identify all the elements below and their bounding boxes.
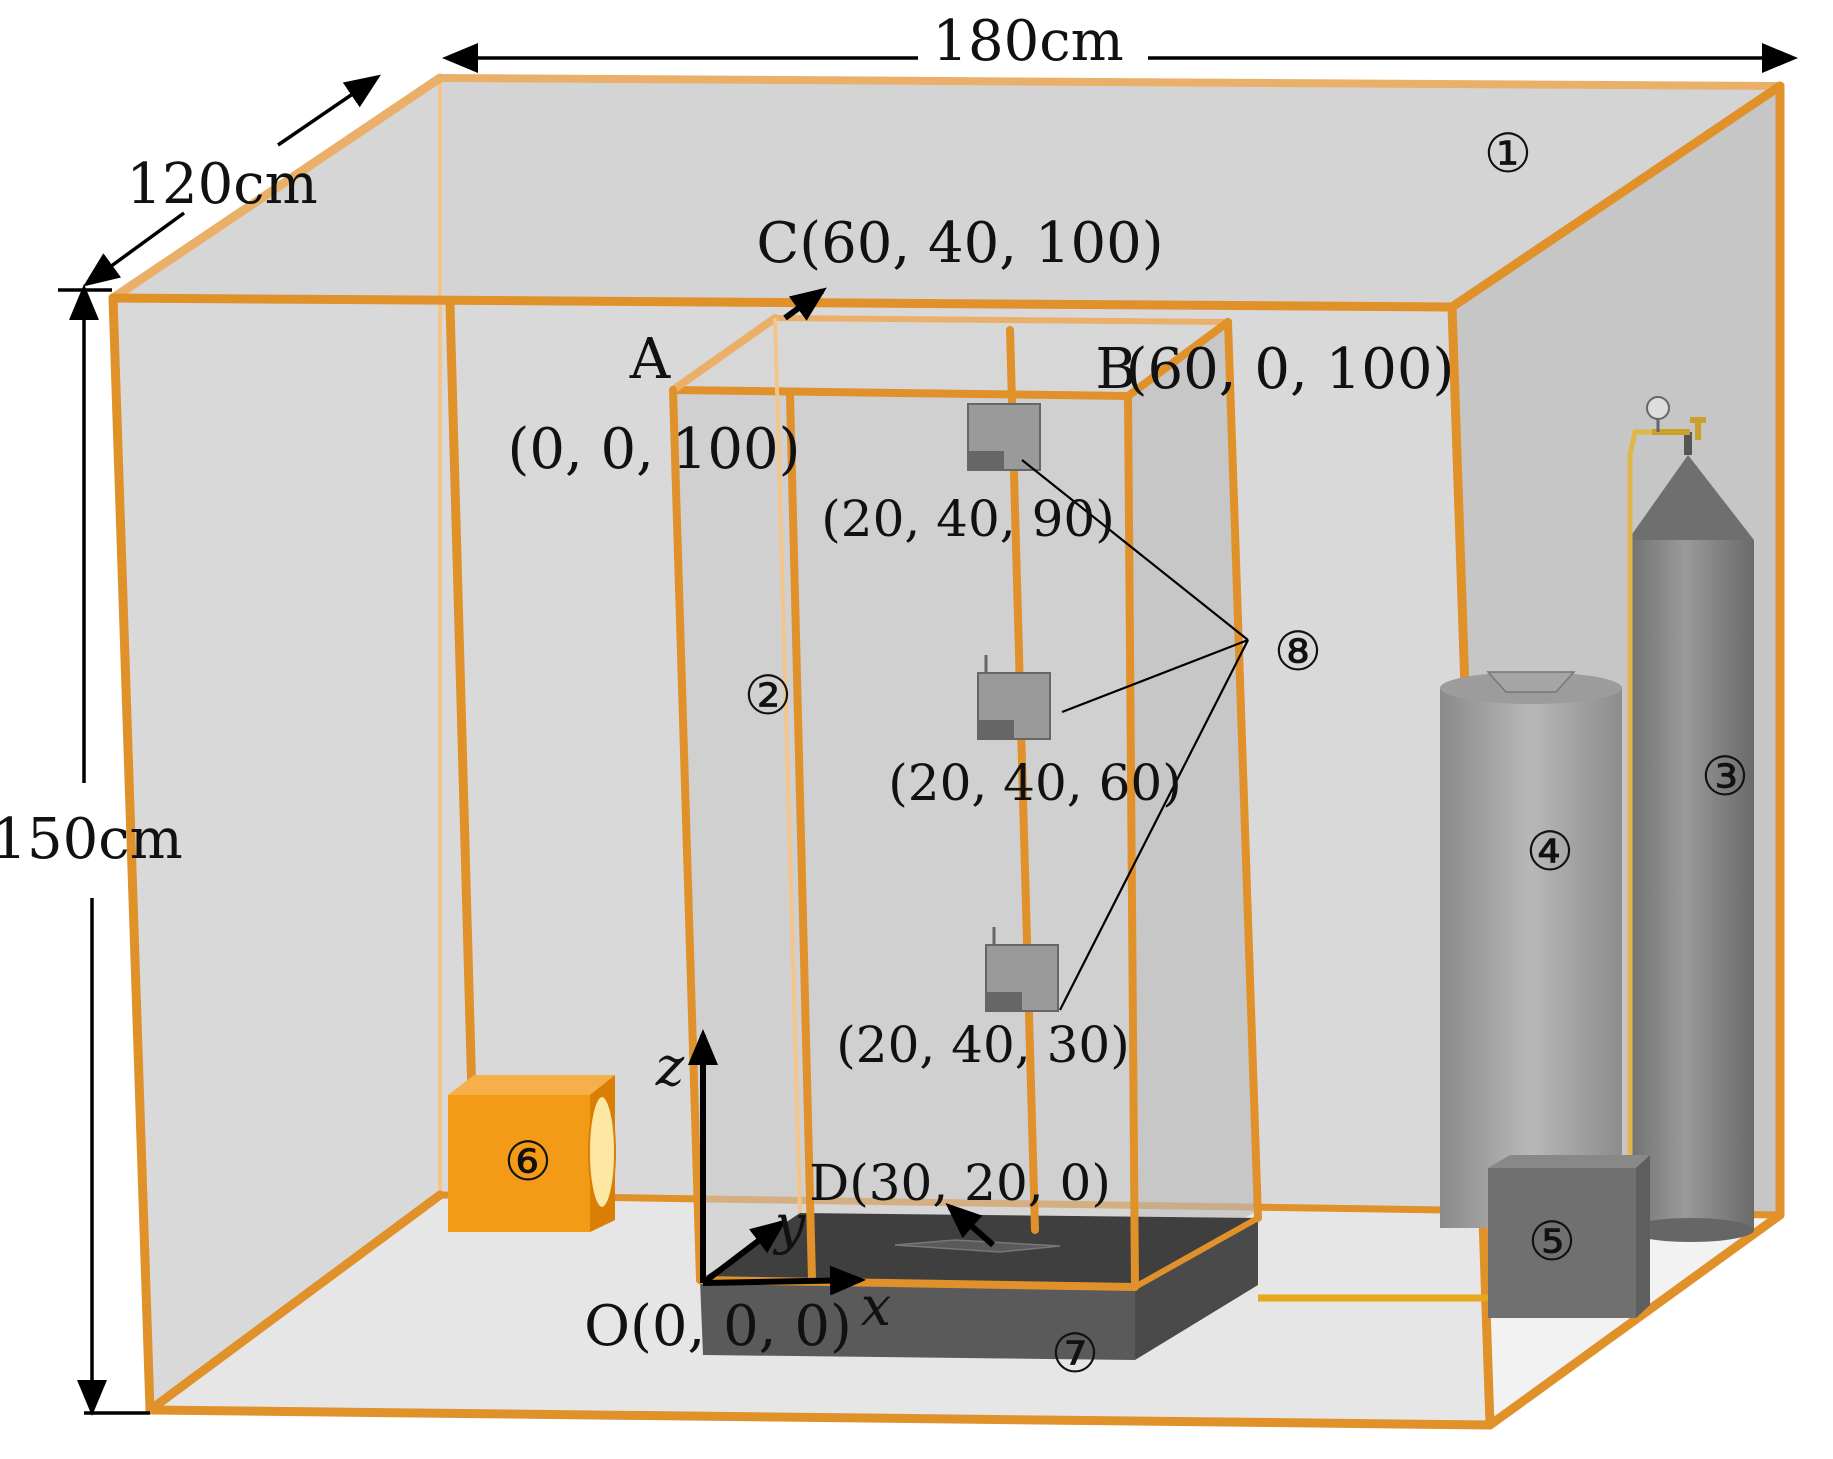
marker-1: ①: [1484, 122, 1532, 185]
axis-z-label: z: [655, 1035, 685, 1098]
sensor-bottom-coord: (20, 40, 30): [836, 1016, 1129, 1074]
sensor-unit-middle: [977, 655, 1051, 740]
dimension-lines: [58, 43, 1798, 1416]
fan-unit: [448, 1075, 616, 1232]
marker-8: ⑧: [1274, 620, 1322, 683]
point-a-label: A: [629, 327, 671, 392]
marker-7: ⑦: [1051, 1322, 1099, 1385]
marker-2: ②: [744, 664, 792, 727]
sensor-middle-coord: (20, 40, 60): [888, 754, 1181, 812]
marker-4: ④: [1526, 820, 1574, 883]
base-front: [700, 1280, 1135, 1360]
axis-x-label: x: [861, 1275, 891, 1338]
point-c-label: C(60, 40, 100): [756, 211, 1163, 276]
width-label: 180cm: [932, 9, 1123, 74]
height-label: 150cm: [0, 807, 183, 872]
sensor-unit-top: [967, 403, 1041, 471]
depth-label: 120cm: [126, 152, 317, 217]
origin-label: O(0, 0, 0): [584, 1294, 852, 1359]
point-b-coord: (60, 0, 100): [1126, 337, 1455, 402]
base-side: [1135, 1218, 1258, 1360]
tank-cylinder: [1440, 671, 1622, 1228]
sensor-leaders: [1021, 459, 1249, 1011]
point-d-label: D(30, 20, 0): [809, 1154, 1111, 1212]
sensor-top-coord: (20, 40, 90): [821, 490, 1114, 548]
control-box: [1488, 1155, 1650, 1318]
sensor-unit-bottom: [985, 927, 1059, 1012]
point-a-coord: (0, 0, 100): [507, 417, 800, 482]
marker-3: ③: [1701, 745, 1749, 808]
axis-y-label: y: [773, 1193, 807, 1256]
coordinate-axes: [688, 287, 995, 1296]
gas-cylinder: [1627, 396, 1754, 1260]
marker-6: ⑥: [504, 1130, 552, 1193]
point-b-label: B: [1095, 337, 1136, 402]
marker-5: ⑤: [1528, 1210, 1576, 1273]
